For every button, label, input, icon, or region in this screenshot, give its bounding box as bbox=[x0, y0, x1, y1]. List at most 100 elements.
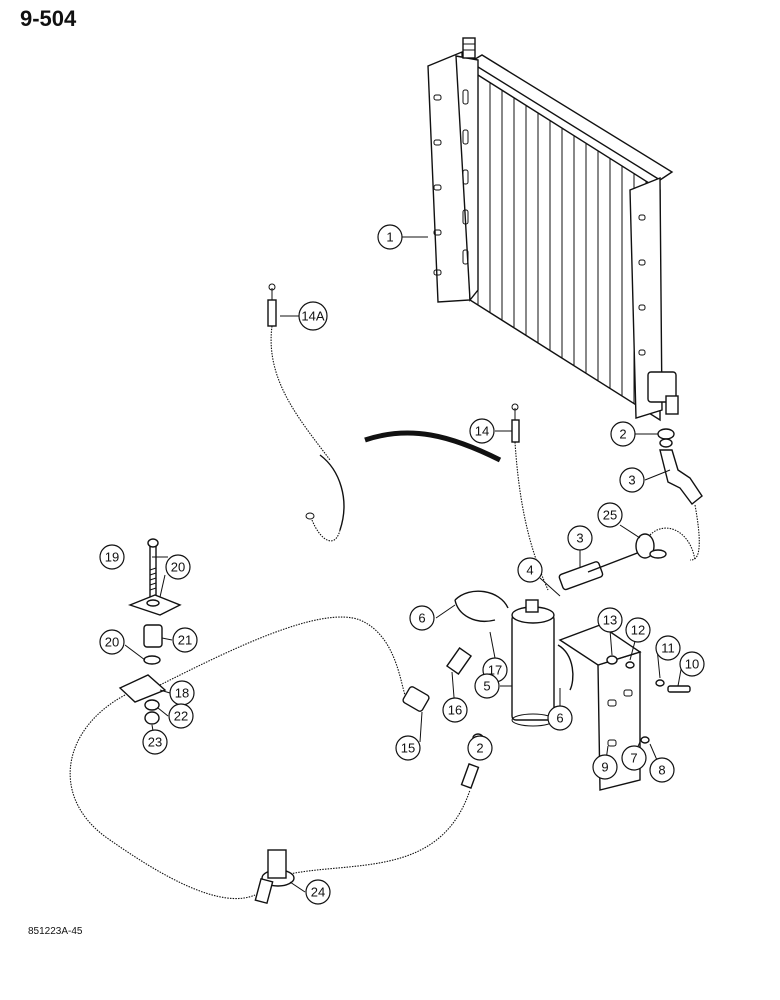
callout-label: 10 bbox=[685, 657, 699, 672]
callout-circle bbox=[395, 735, 421, 761]
callout-label: 3 bbox=[576, 531, 583, 546]
callout-label: 2 bbox=[619, 427, 626, 442]
callout-label: 13 bbox=[603, 613, 617, 628]
condenser bbox=[427, 37, 679, 422]
callout-label: 4 bbox=[526, 563, 533, 578]
callout-label: 15 bbox=[401, 741, 415, 756]
callout-circle bbox=[474, 673, 500, 699]
callout-label: 8 bbox=[658, 763, 665, 778]
drier-fittings bbox=[402, 646, 691, 789]
callout-circle bbox=[517, 557, 543, 583]
callout-c13: 13 bbox=[597, 607, 623, 633]
callout-label: 1 bbox=[386, 230, 393, 245]
hose-6 bbox=[454, 551, 641, 691]
callout-c10: 10 bbox=[679, 651, 705, 677]
refrigerant-line-arc bbox=[364, 430, 502, 463]
callout-circle bbox=[649, 757, 675, 783]
callout-circle bbox=[442, 697, 468, 723]
callout-c14a: 14A bbox=[298, 301, 328, 331]
left-bracket-holes bbox=[433, 89, 469, 276]
callout-label: 22 bbox=[174, 709, 188, 724]
callout-circle bbox=[625, 617, 651, 643]
callout-circle bbox=[597, 607, 623, 633]
callout-label: 6 bbox=[418, 611, 425, 626]
callout-label: 18 bbox=[175, 686, 189, 701]
callout-c21: 21 bbox=[172, 627, 198, 653]
callout-label: 9 bbox=[601, 760, 608, 775]
callout-label: 12 bbox=[631, 623, 645, 638]
right-bracket-holes bbox=[638, 214, 646, 356]
callout-c4: 4 bbox=[517, 557, 543, 583]
long-hose-loop bbox=[69, 616, 471, 900]
callout-label: 23 bbox=[148, 735, 162, 750]
callout-c8: 8 bbox=[649, 757, 675, 783]
callout-c1: 1 bbox=[377, 224, 403, 250]
callout-c16: 16 bbox=[442, 697, 468, 723]
callout-circle bbox=[469, 418, 495, 444]
callout-label: 16 bbox=[448, 703, 462, 718]
callout-circle bbox=[467, 735, 493, 761]
callout-c2b: 2 bbox=[467, 735, 493, 761]
callout-circle bbox=[592, 754, 618, 780]
callout-label: 7 bbox=[630, 751, 637, 766]
callout-label: 5 bbox=[483, 679, 490, 694]
callout-label: 14 bbox=[475, 424, 489, 439]
callout-c15: 15 bbox=[395, 735, 421, 761]
callout-circle bbox=[168, 703, 194, 729]
callout-c20b: 20 bbox=[99, 629, 125, 655]
callout-label: 20 bbox=[105, 635, 119, 650]
callout-label: 25 bbox=[603, 508, 617, 523]
callout-c3a: 3 bbox=[619, 467, 645, 493]
callout-circle bbox=[99, 544, 125, 570]
callout-circle bbox=[409, 605, 435, 631]
callout-label: 17 bbox=[488, 663, 502, 678]
outlet-hose-assembly bbox=[657, 428, 703, 561]
callout-circle bbox=[172, 627, 198, 653]
callout-label: 19 bbox=[105, 550, 119, 565]
callout-circle bbox=[567, 525, 593, 551]
callout-circle bbox=[655, 635, 681, 661]
callout-circle bbox=[619, 467, 645, 493]
mounting-hardware bbox=[118, 538, 182, 725]
callout-c14: 14 bbox=[469, 418, 495, 444]
callout-label: 6 bbox=[556, 711, 563, 726]
callout-circle bbox=[679, 651, 705, 677]
bolt-threads bbox=[149, 567, 157, 591]
callout-circle bbox=[610, 421, 636, 447]
callout-label: 24 bbox=[311, 885, 325, 900]
callout-circle bbox=[621, 745, 647, 771]
callout-label: 20 bbox=[171, 560, 185, 575]
callout-c12: 12 bbox=[625, 617, 651, 643]
callout-circle bbox=[547, 705, 573, 731]
callout-circle bbox=[305, 879, 331, 905]
callout-label: 2 bbox=[476, 741, 483, 756]
callout-c6a: 6 bbox=[409, 605, 435, 631]
callout-c9: 9 bbox=[592, 754, 618, 780]
callout-c20a: 20 bbox=[165, 554, 191, 580]
drawing-code: 851223A-45 bbox=[28, 926, 83, 937]
callout-circle bbox=[142, 729, 168, 755]
callout-c24: 24 bbox=[305, 879, 331, 905]
receiver-drier bbox=[511, 599, 555, 727]
callout-circle bbox=[377, 224, 403, 250]
callout-circle bbox=[298, 301, 328, 331]
callout-label: 3 bbox=[628, 473, 635, 488]
callout-label: 14A bbox=[301, 309, 324, 324]
callout-c3b: 3 bbox=[567, 525, 593, 551]
clamp-25 bbox=[635, 527, 696, 561]
callout-c11: 11 bbox=[655, 635, 681, 661]
callout-circle bbox=[99, 629, 125, 655]
callout-c25: 25 bbox=[597, 502, 623, 528]
callout-c2a: 2 bbox=[610, 421, 636, 447]
callout-c6b: 6 bbox=[547, 705, 573, 731]
callout-c19: 19 bbox=[99, 544, 125, 570]
callout-c18: 18 bbox=[169, 680, 195, 706]
callout-circle bbox=[165, 554, 191, 580]
callout-label: 21 bbox=[178, 633, 192, 648]
callout-label: 11 bbox=[661, 641, 675, 656]
callout-c23: 23 bbox=[142, 729, 168, 755]
valve-24 bbox=[254, 849, 295, 905]
callout-c22: 22 bbox=[168, 703, 194, 729]
